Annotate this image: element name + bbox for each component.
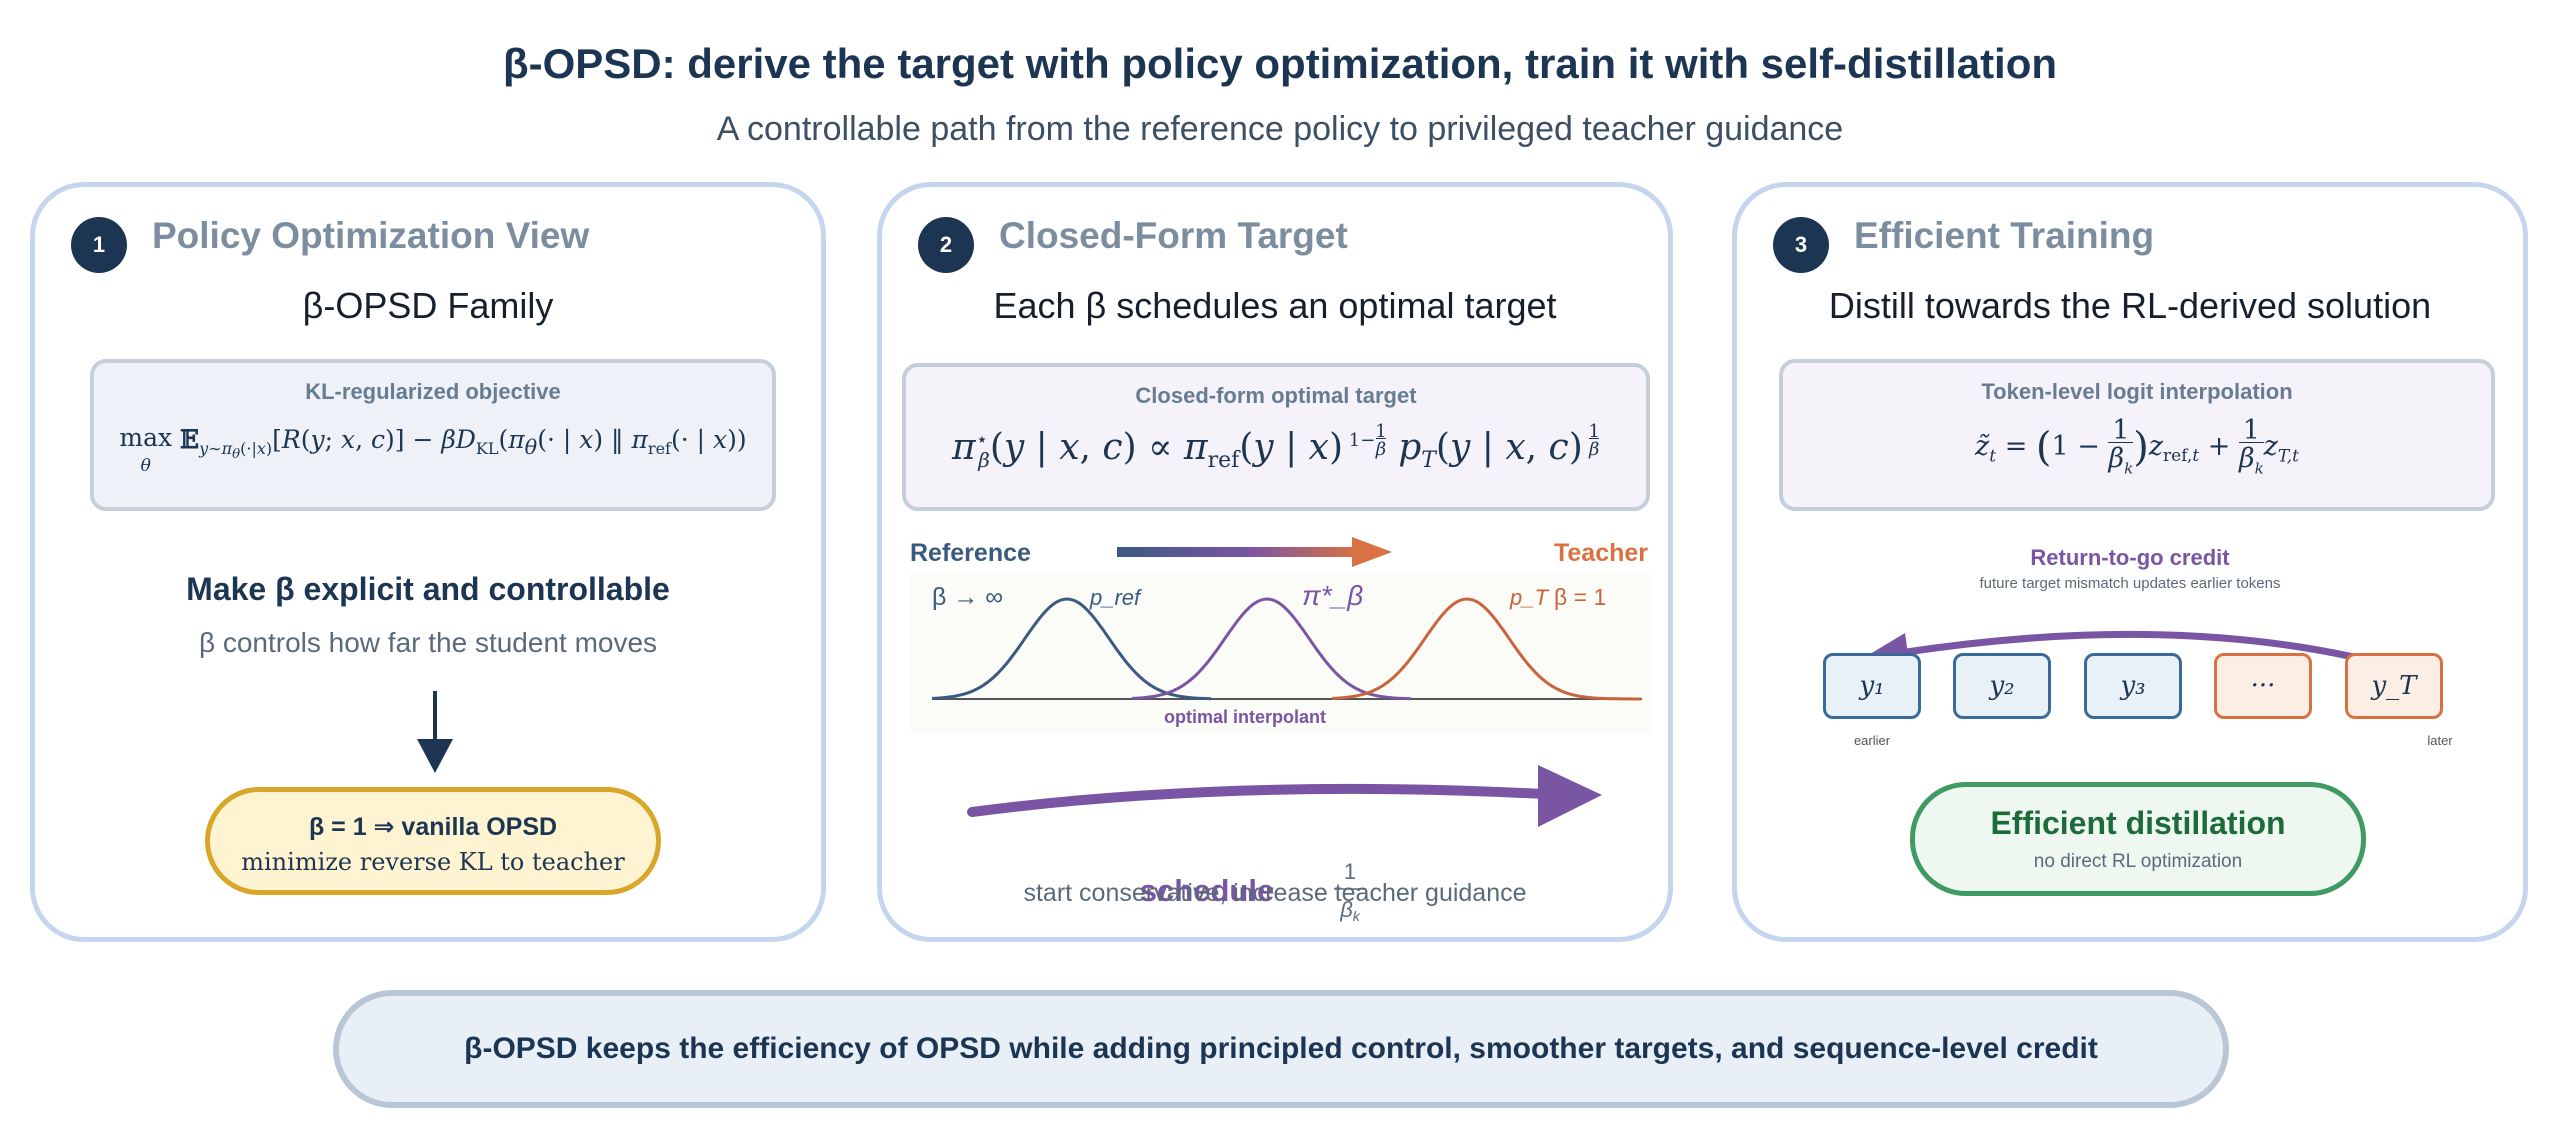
token-box: y₂ [1953, 653, 2051, 719]
panel-closed-form-target: 2 Closed-Form Target Each β schedules an… [877, 182, 1673, 942]
vanilla-opsd-caption: minimize reverse KL to teacher [241, 848, 625, 876]
panel-title: Efficient Training [1854, 215, 2155, 256]
schedule-arrow [967, 783, 1567, 817]
formula-label: Token-level logit interpolation [1981, 379, 2293, 404]
p-star-text: π*_β [1302, 580, 1363, 611]
interpolation-diagram: Reference Teacher β → ∞ p_ref π*_β p_T β… [910, 537, 1652, 924]
panel-policy-optimization: 1 Policy Optimization View β-OPSD Family… [30, 182, 826, 942]
credit-caption: future target mismatch updates earlier t… [1979, 575, 2281, 592]
interpolant-label: optimal interpolant [1164, 707, 1326, 727]
efficient-distillation-caption: no direct RL optimization [2033, 851, 2243, 872]
token-label: y₃ [2120, 671, 2146, 701]
beta-infinity-label: β → ∞ [932, 583, 1003, 611]
efficient-distillation-box: Efficient distillation no direct RL opti… [1910, 782, 2366, 896]
p-ref-curve [931, 597, 1212, 701]
p-teacher-text: p_T [1509, 585, 1549, 610]
p-ref-label: p_ref [1089, 585, 1143, 610]
reference-teacher-bar [1117, 547, 1357, 557]
p-star-curve [1131, 597, 1412, 701]
teacher-label: Teacher [1554, 539, 1648, 567]
reference-teacher-arrowhead [1352, 537, 1392, 567]
main-subtitle: A controllable path from the reference p… [716, 110, 1844, 148]
vanilla-opsd-title: β = 1 ⇒ vanilla OPSD [308, 813, 558, 841]
controllable-heading: Make β explicit and controllable [186, 571, 670, 607]
down-arrow-icon [417, 691, 453, 773]
token-box: ··· [2214, 653, 2312, 719]
vanilla-opsd-box: β = 1 ⇒ vanilla OPSD minimize reverse KL… [205, 787, 661, 895]
target-formula-box: Closed-form optimal target π⋆β(y | x, c)… [902, 363, 1650, 511]
schedule-arrowhead [1538, 765, 1602, 827]
beta-one-label: β = 1 [1554, 584, 1606, 610]
token-box: y_T [2345, 653, 2443, 719]
footer-banner: β-OPSD keeps the efficiency of OPSD whil… [333, 990, 2229, 1108]
token-box: y₃ [2084, 653, 2182, 719]
token-box: y₁ [1823, 653, 1921, 719]
token-label: ··· [2250, 671, 2276, 701]
p-star-label: π*_β [1302, 580, 1363, 611]
earlier-label: earlier [1853, 733, 1891, 748]
main-title: β-OPSD: derive the target with policy op… [502, 40, 2058, 87]
token-label: y₁ [1859, 671, 1885, 701]
p-ref-text: p_ref [1089, 585, 1143, 610]
panel-title: Policy Optimization View [152, 215, 590, 256]
p-teacher-label: p_T [1509, 585, 1549, 610]
token-label: y₂ [1989, 671, 2015, 701]
panel-title: Closed-Form Target [999, 215, 1348, 256]
schedule-caption: start conservative, increase teacher gui… [1023, 879, 1527, 907]
credit-title: Return-to-go credit [2030, 545, 2230, 570]
formula-label: KL-regularized objective [305, 379, 561, 404]
step-badge-3: 3 [1773, 217, 1829, 273]
step-badge-1: 1 [71, 217, 127, 273]
panel-subtitle: Distill towards the RL-derived solution [1828, 285, 2432, 326]
credit-arrow-line [1883, 630, 2413, 675]
controllable-caption: β controls how far the student moves [198, 627, 658, 658]
step-badge-2: 2 [918, 217, 974, 273]
formula-label: Closed-form optimal target [1135, 383, 1417, 408]
panel-subtitle: Each β schedules an optimal target [993, 285, 1557, 326]
panel-subtitle: β-OPSD Family [302, 285, 554, 326]
logit-formula-box: Token-level logit interpolation z̃t = (1… [1779, 359, 2495, 511]
p-teacher-curve [1331, 597, 1641, 701]
reference-label: Reference [910, 539, 1031, 567]
schedule-numerator: 1 [1344, 859, 1356, 884]
distribution-background [910, 573, 1652, 733]
later-label: later [2427, 733, 2453, 748]
panel-efficient-training: 3 Efficient Training Distill towards the… [1732, 182, 2528, 942]
token-label: y_T [2371, 671, 2417, 701]
schedule-label: schedule [1140, 873, 1274, 908]
efficient-distillation-title: Efficient distillation [1990, 805, 2286, 841]
